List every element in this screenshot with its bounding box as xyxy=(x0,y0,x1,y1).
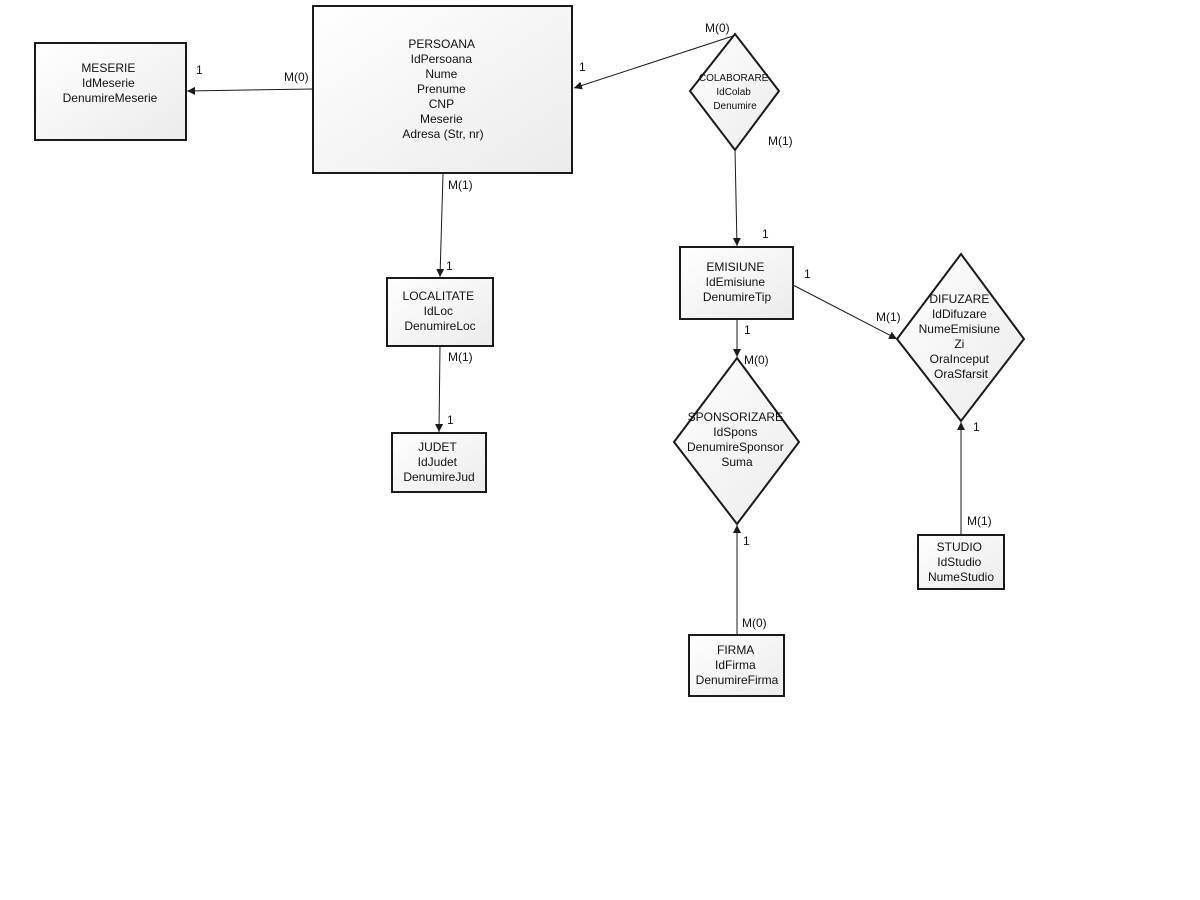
cardinality-label: M(0) xyxy=(742,616,767,630)
svg-text:LOCALITATE IdLoc D: LOCALITATE IdLoc DenumireLoc xyxy=(403,289,478,333)
svg-text:JUDET IdJudet Denu: JUDET IdJudet DenumireJud xyxy=(403,440,474,484)
edge-persoana-meserie xyxy=(186,86,314,95)
svg-text:FIRMA IdFirma Denu: FIRMA IdFirma DenumireFirma xyxy=(696,643,779,687)
entity-attribute: DenumireLoc xyxy=(404,319,475,333)
relationship-sponsorizare[interactable]: SPONSORIZARE IdSpons DenumireSponsor Sum… xyxy=(672,356,801,526)
relationship-colaborare[interactable]: COLABORARE IdColab Denumire xyxy=(688,32,781,152)
entity-attribute: IdMeserie xyxy=(82,76,135,90)
relationship-attribute: NumeEmisiune xyxy=(919,322,1001,336)
cardinality-label: 1 xyxy=(744,323,751,337)
entity-attribute: DenumireFirma xyxy=(696,673,779,687)
entity-title: EMISIUNE xyxy=(706,260,764,274)
relationship-difuzare[interactable]: DIFUZARE IdDifuzare NumeEmisiune Zi OraI… xyxy=(895,252,1026,423)
entity-attribute: Adresa (Str, nr) xyxy=(402,127,483,141)
cardinality-label: M(1) xyxy=(876,310,901,324)
entity-title: LOCALITATE xyxy=(403,289,475,303)
relationship-attribute: IdSpons xyxy=(713,425,757,439)
cardinality-label: M(1) xyxy=(967,514,992,528)
svg-text:MESERIE IdMeserie: MESERIE IdMeserie DenumireMeserie xyxy=(63,61,158,105)
entity-attribute: IdLoc xyxy=(424,304,453,318)
edge-colaborare-persoana xyxy=(573,35,734,90)
entity-attribute: DenumireTip xyxy=(703,290,772,304)
cardinality-labels: 1 M(0) 1 M(0) M(1) 1 M(1) 1 M(1) 1 1 M(1… xyxy=(196,21,992,630)
entity-firma[interactable]: FIRMA IdFirma DenumireFirma xyxy=(688,634,785,697)
cardinality-label: 1 xyxy=(447,413,454,427)
cardinality-label: 1 xyxy=(762,227,769,241)
entity-attribute: DenumireJud xyxy=(403,470,474,484)
cardinality-label: 1 xyxy=(579,60,586,74)
entity-judet[interactable]: JUDET IdJudet DenumireJud xyxy=(391,432,487,493)
svg-text:DIFUZARE IdDifuzare: DIFUZARE IdDifuzare NumeEmisiune Zi OraI… xyxy=(919,292,1004,381)
svg-text:SPONSORIZARE IdSpons: SPONSORIZARE IdSpons DenumireSponsor Sum… xyxy=(687,410,787,469)
entity-title: JUDET xyxy=(418,440,457,454)
entity-meserie[interactable]: MESERIE IdMeserie DenumireMeserie xyxy=(34,42,187,141)
entity-studio[interactable]: STUDIO IdStudio NumeStudio xyxy=(917,534,1005,590)
edge-colaborare-emisiune xyxy=(732,149,741,247)
entity-attribute: IdFirma xyxy=(715,658,756,672)
entity-attribute: DenumireMeserie xyxy=(63,91,158,105)
entity-attribute: NumeStudio xyxy=(928,570,994,584)
entity-persoana[interactable]: PERSOANA IdPersoana Nume Prenume CNP Mes… xyxy=(312,5,573,174)
cardinality-label: M(1) xyxy=(448,178,473,192)
svg-text:COLABORARE IdColab: COLABORARE IdColab Denumire xyxy=(699,73,771,112)
entity-title: FIRMA xyxy=(717,643,754,657)
entity-attribute: IdEmisiune xyxy=(706,275,766,289)
edge-persoana-localitate xyxy=(436,173,445,278)
relationship-title: SPONSORIZARE xyxy=(688,410,783,424)
entity-attribute: CNP xyxy=(429,97,454,111)
edge-localitate-judet xyxy=(435,345,444,433)
entity-attribute: Meserie xyxy=(420,112,463,126)
edges xyxy=(186,35,965,634)
entity-emisiune[interactable]: EMISIUNE IdEmisiune DenumireTip xyxy=(679,246,794,320)
cardinality-label: M(1) xyxy=(448,350,473,364)
relationship-attribute: DenumireSponsor xyxy=(687,440,784,454)
svg-text:STUDIO IdStudio Nu: STUDIO IdStudio NumeStudio xyxy=(928,540,994,584)
cardinality-label: M(0) xyxy=(284,70,309,84)
relationship-attribute: OraSfarsit xyxy=(934,367,989,381)
cardinality-label: 1 xyxy=(446,259,453,273)
relationship-attribute: Zi xyxy=(954,337,964,351)
cardinality-label: 1 xyxy=(973,420,980,434)
entity-localitate[interactable]: LOCALITATE IdLoc DenumireLoc xyxy=(386,277,494,347)
entity-attribute: Prenume xyxy=(417,82,466,96)
relationship-title: DIFUZARE xyxy=(929,292,989,306)
relationship-attribute: Suma xyxy=(721,455,753,469)
entity-attribute: Nume xyxy=(425,67,457,81)
entity-attribute: IdStudio xyxy=(937,555,981,569)
cardinality-label: 1 xyxy=(804,267,811,281)
entity-title: STUDIO xyxy=(937,540,982,554)
entity-attribute: IdPersoana xyxy=(411,52,473,66)
edge-emisiune-difuzare xyxy=(792,284,898,340)
relationship-title: COLABORARE xyxy=(699,73,769,84)
relationship-attribute: IdColab xyxy=(716,87,751,98)
entity-title: MESERIE xyxy=(81,61,135,75)
relationship-attribute: IdDifuzare xyxy=(932,307,987,321)
cardinality-label: 1 xyxy=(196,63,203,77)
entity-title: PERSOANA xyxy=(408,37,475,51)
svg-text:EMISIUNE IdEmisiune: EMISIUNE IdEmisiune DenumireTip xyxy=(703,260,772,304)
relationship-attribute: OraInceput xyxy=(930,352,990,366)
entity-attribute: IdJudet xyxy=(418,455,458,469)
cardinality-label: M(1) xyxy=(768,134,793,148)
cardinality-label: M(0) xyxy=(744,353,769,367)
svg-text:PERSOANA IdPersoana: PERSOANA IdPersoana Nume Prenume CNP Mes… xyxy=(402,37,483,141)
relationship-attribute: Denumire xyxy=(713,101,757,112)
cardinality-label: 1 xyxy=(743,534,750,548)
cardinality-label: M(0) xyxy=(705,21,730,35)
